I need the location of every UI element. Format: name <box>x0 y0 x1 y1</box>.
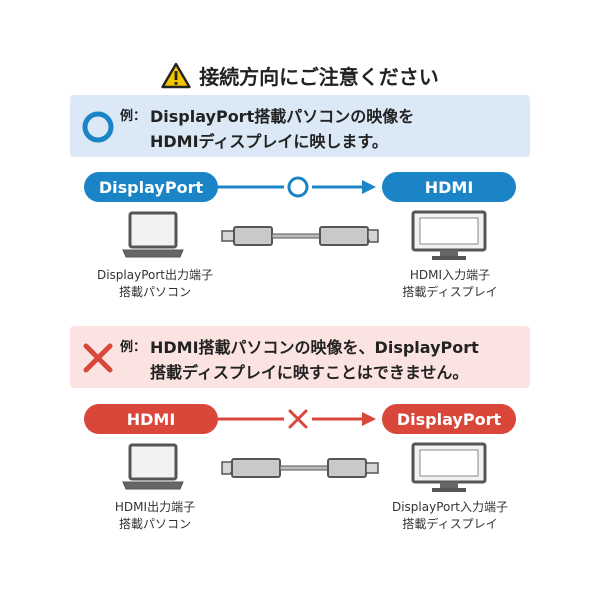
notice-title: 接続方向にご注意ください <box>199 64 439 89</box>
ok-target-pill: HDMI <box>382 172 516 202</box>
cable-icon <box>221 458 379 478</box>
ng-cross-mark-icon <box>288 409 308 429</box>
ok-direction-arrow <box>216 176 376 198</box>
ok-source-caption-line1: DisplayPort出力端子 <box>96 268 214 282</box>
ok-target-caption-line1: HDMI入力端子 <box>409 268 491 282</box>
ok-source-pill: DisplayPort <box>84 172 218 202</box>
ok-example-line1: DisplayPort搭載パソコンの映像を <box>150 107 415 126</box>
ng-source-caption: HDMI出力端子 搭載パソコン <box>70 499 240 533</box>
ng-example-label: 例： <box>120 340 147 355</box>
ok-target-caption-line2: 搭載ディスプレイ <box>402 285 498 299</box>
ok-source-caption: DisplayPort出力端子 搭載パソコン <box>70 267 240 301</box>
ng-target-pill: DisplayPort <box>382 404 516 434</box>
warning-icon <box>161 62 191 88</box>
ng-source-pill: HDMI <box>84 404 218 434</box>
laptop-icon <box>122 211 184 258</box>
ng-target-caption-line2: 搭載ディスプレイ <box>402 517 498 531</box>
monitor-icon <box>411 210 487 260</box>
ng-source-caption-line2: 搭載パソコン <box>118 517 191 531</box>
cross-ng-icon <box>83 343 113 373</box>
ng-target-caption-line1: DisplayPort入力端子 <box>391 500 509 514</box>
ng-example-panel: 例： HDMI搭載パソコンの映像を、DisplayPort 搭載ディスプレイに映… <box>70 326 530 388</box>
circle-ok-icon <box>82 111 114 143</box>
monitor-icon <box>411 442 487 492</box>
ok-example-label: 例： <box>120 109 147 124</box>
notice-title-row: 接続方向にご注意ください <box>0 58 600 92</box>
ng-source-caption-line1: HDMI出力端子 <box>114 500 196 514</box>
ok-circle-mark-icon <box>287 176 309 198</box>
ok-target-caption: HDMI入力端子 搭載ディスプレイ <box>365 267 535 301</box>
cable-icon <box>221 226 379 246</box>
ng-target-caption: DisplayPort入力端子 搭載ディスプレイ <box>365 499 535 533</box>
ng-example-line2: 搭載ディスプレイに映すことはできません。 <box>150 363 469 382</box>
laptop-icon <box>122 443 184 490</box>
ok-example-line2: HDMIディスプレイに映します。 <box>150 132 388 151</box>
ok-source-caption-line2: 搭載パソコン <box>118 285 191 299</box>
ng-direction-arrow <box>216 409 376 429</box>
ok-example-panel: 例： DisplayPort搭載パソコンの映像を HDMIディスプレイに映します… <box>70 95 530 157</box>
ng-example-line1: HDMI搭載パソコンの映像を、DisplayPort <box>150 338 479 357</box>
